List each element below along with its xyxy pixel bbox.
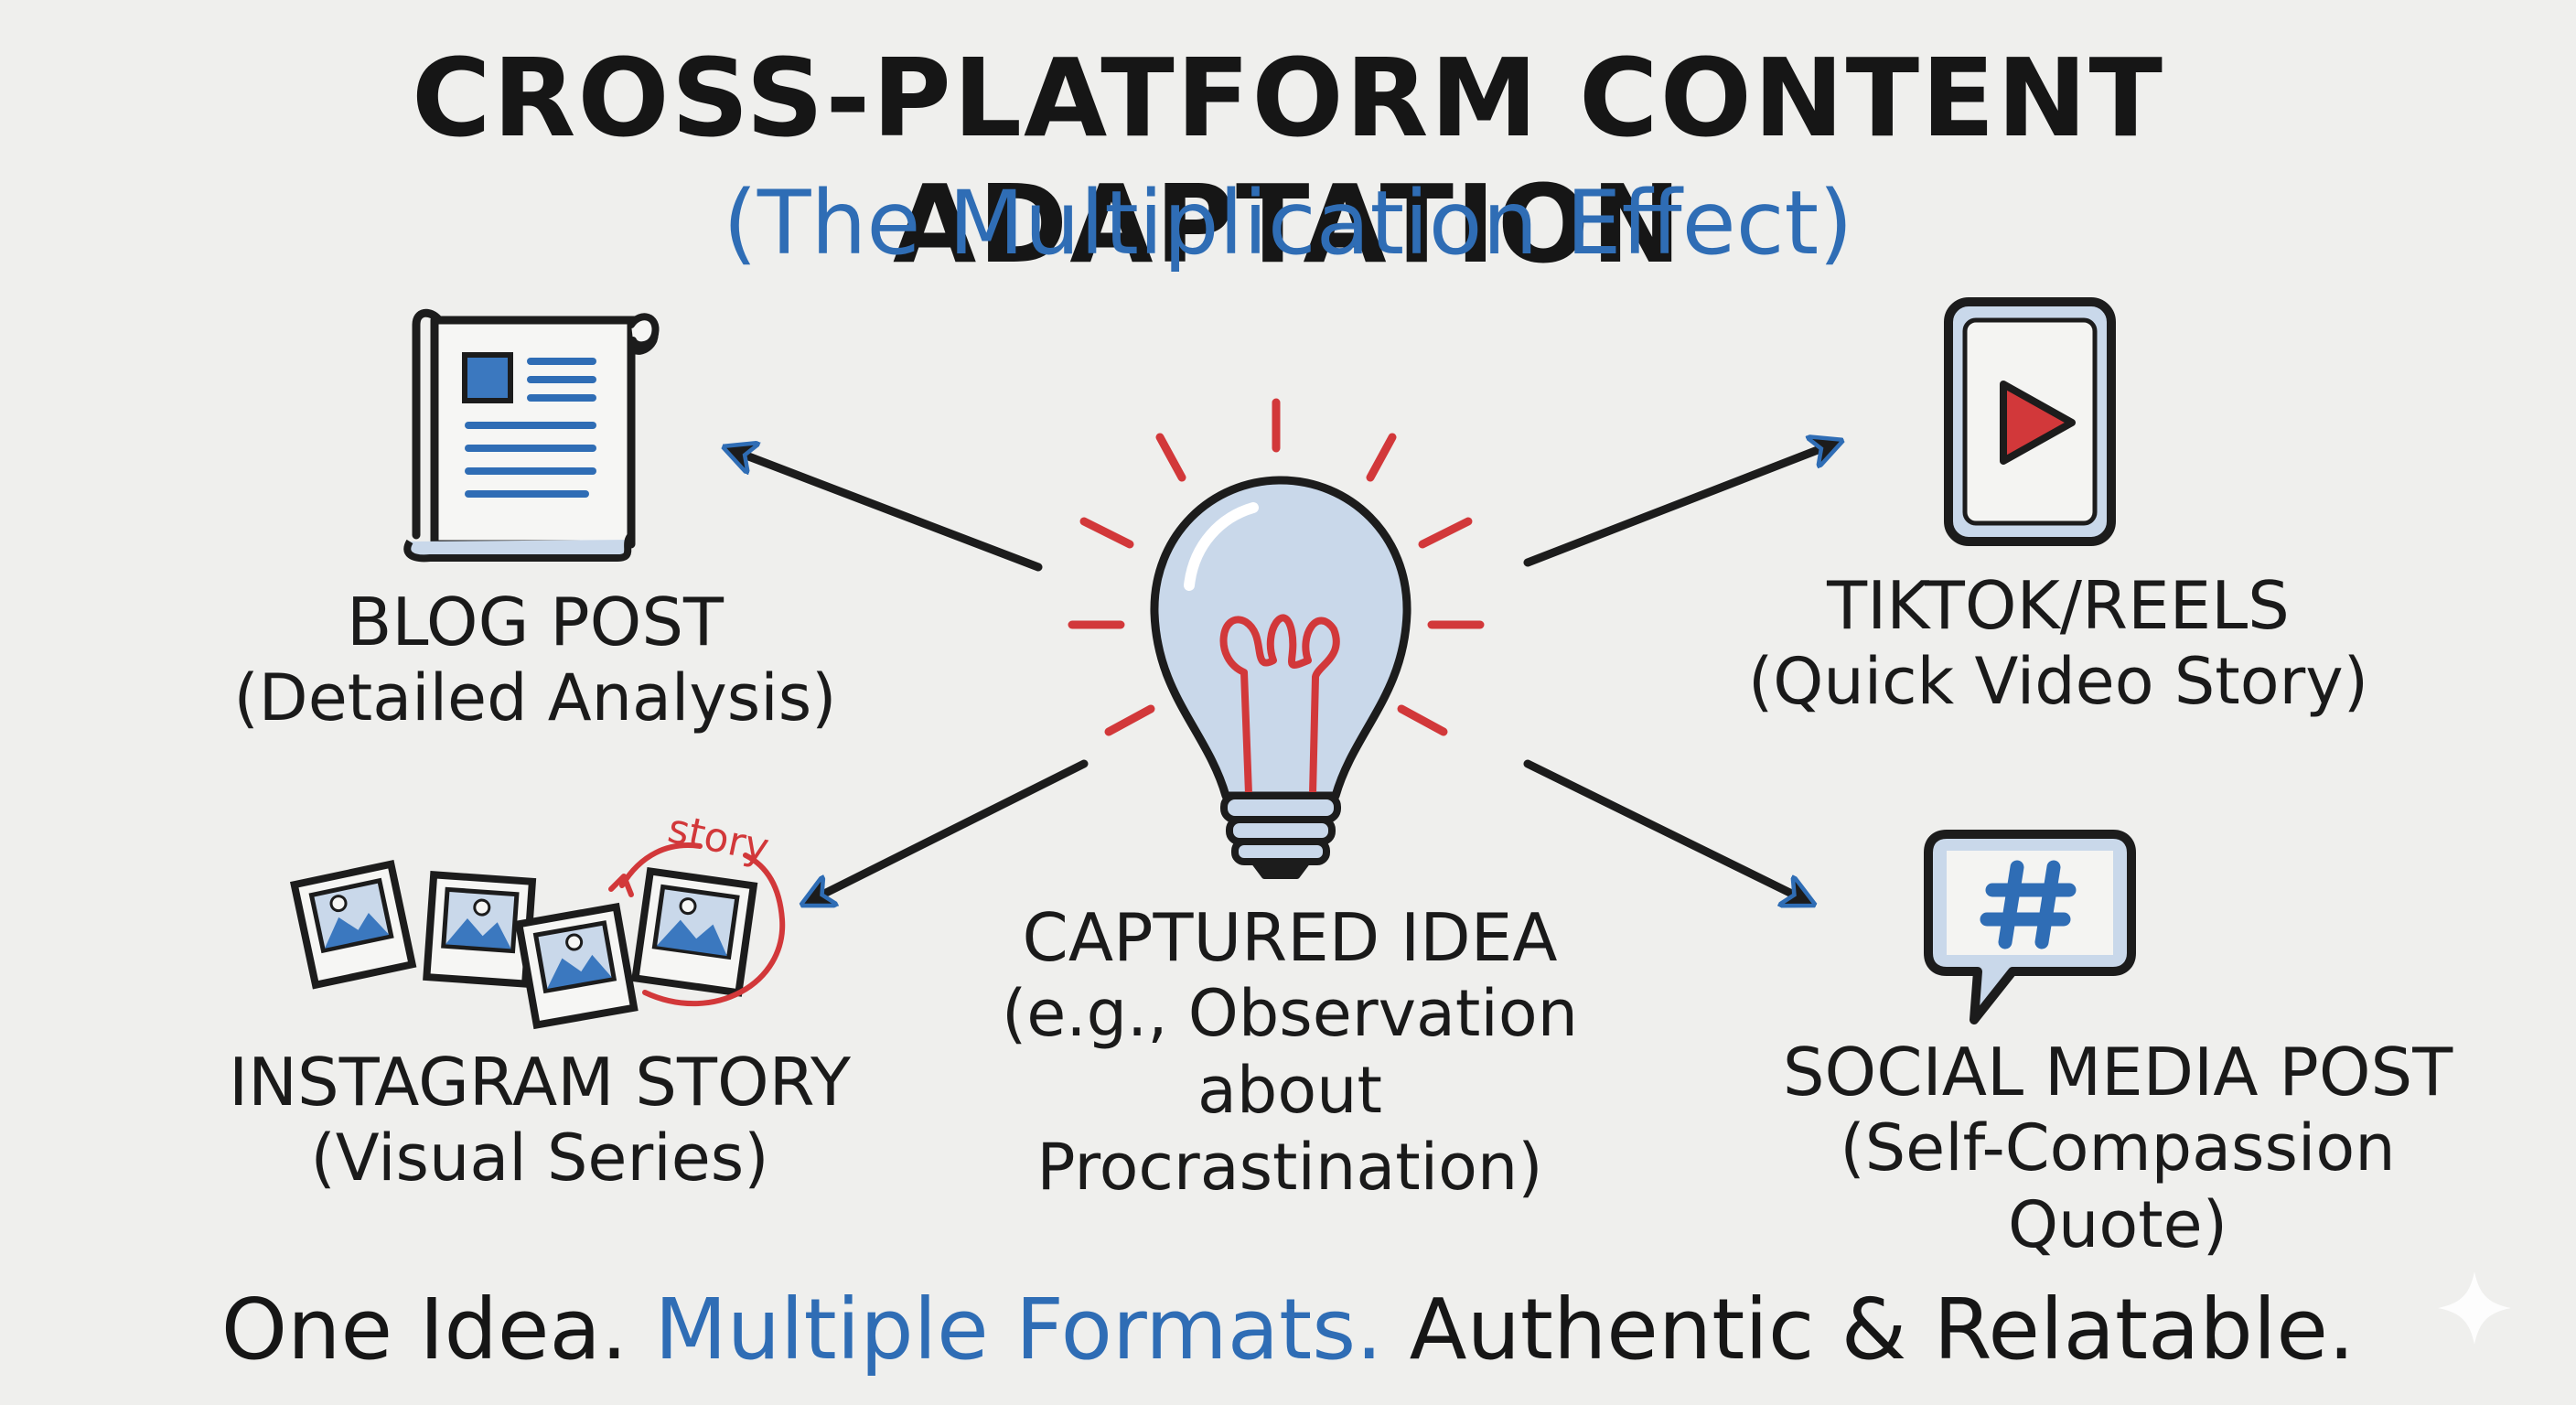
tiktok-reels-subtitle: (Quick Video Story) [1747,643,2369,719]
captured-idea-title: CAPTURED IDEA [1022,899,1558,976]
document-scroll-icon [403,308,660,563]
blog-post-label: BLOG POST (Detailed Analysis) [229,585,842,736]
tiktok-reels-title: TIKTOK/REELS [1827,567,2290,644]
sparkle-icon [2438,1271,2511,1345]
arrow-to-tiktok [1523,444,1834,567]
arrow-to-blog [732,450,1043,572]
page-title: CROSS-PLATFORM CONTENT ADAPTATION [411,35,2165,287]
video-play-icon [1944,297,2116,546]
story-badge-text: story [664,805,773,872]
blog-post-subtitle: (Detailed Analysis) [233,660,837,735]
arrow-to-social [1523,759,1807,901]
hashtag-speech-bubble-icon [1924,830,2136,1024]
tagline: One Idea. Multiple Formats. Authentic & … [0,1281,2576,1378]
tagline-part-three: Authentic & Relatable. [1409,1281,2356,1378]
social-media-post-subtitle: (Self-Compassion Quote) [1840,1110,2396,1262]
captured-idea-label: CAPTURED IDEA (e.g., Observation about P… [997,901,1583,1206]
tagline-part-one: One Idea. [220,1281,628,1378]
arrow-to-instagram [810,759,1089,901]
captured-idea-subtitle-line1: (e.g., Observation about [1001,975,1579,1128]
photo-series-icon [289,842,786,1030]
lightbulb-icon [1068,398,1485,879]
blog-post-title: BLOG POST [346,584,724,660]
social-media-post-title: SOCIAL MEDIA POST [1782,1034,2453,1110]
instagram-story-subtitle: (Visual Series) [310,1120,769,1196]
instagram-story-label: INSTAGRAM STORY (Visual Series) [192,1046,887,1196]
page-subtitle: (The Multiplication Effect) [723,172,1853,274]
captured-idea-subtitle-line2: Procrastination) [1036,1129,1543,1205]
tagline-part-two: Multiple Formats. [654,1281,1383,1378]
tiktok-reels-label: TIKTOK/REELS (Quick Video Story) [1738,569,2378,720]
social-media-post-label: SOCIAL MEDIA POST (Self-Compassion Quote… [1738,1035,2497,1263]
instagram-story-title: INSTAGRAM STORY [228,1044,852,1121]
